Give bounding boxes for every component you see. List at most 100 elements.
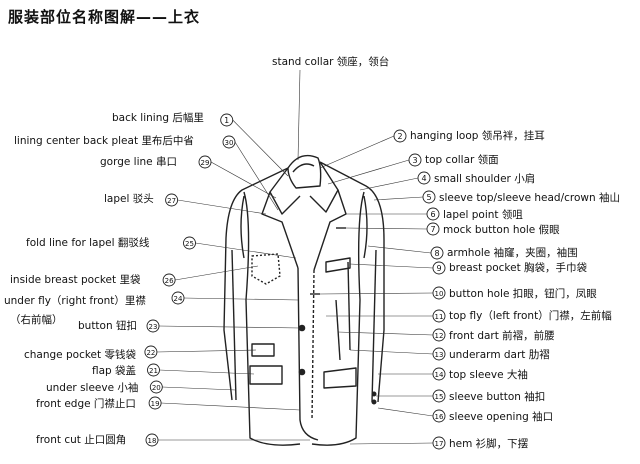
leader-r13 [349,349,434,355]
marker-number-r15: 15 [435,393,444,401]
leader-l24 [183,297,299,301]
leader-r7 [345,227,428,230]
front-dart [335,299,341,361]
label-r4: small shoulder 小肩 [434,173,536,185]
marker-number-r14: 14 [435,371,444,379]
marker-number-r2: 2 [397,132,402,141]
leader-l20 [162,386,237,391]
marker-circle-l19 [148,396,162,410]
marker-number-l19: 19 [151,400,160,408]
marker-circle-r14 [432,367,446,381]
sleeve-button-1 [371,391,377,397]
armhole-right [363,195,368,259]
label-r12: front dart 前褶，前腰 [449,330,555,342]
marker-circle-r9 [432,261,446,275]
jacket-illustration [223,154,385,446]
label-l20: under sleeve 小袖 [46,382,139,394]
leader-r9 [349,263,434,269]
label-l29: gorge line 串口 [100,156,177,168]
number-markers: 1302927252624232221201918234567891011121… [144,113,446,450]
label-l25: fold line for lapel 翻驳线 [26,237,150,249]
label-l21: flap 袋盖 [92,365,137,377]
leader-l19 [161,402,301,411]
leader-r3 [327,159,410,185]
marker-circle-l1 [220,113,234,127]
marker-number-r8: 8 [434,249,439,258]
label-l27: lapel 驳头 [104,193,154,205]
marker-circle-l26 [162,273,176,287]
sleeve-seam-left [231,249,237,401]
marker-circle-l27 [165,193,179,207]
label-r3: top collar 领面 [425,154,499,166]
body-right [311,191,365,446]
label-r14: top sleeve 大袖 [449,369,528,381]
top-collar-right [309,161,339,213]
front-edge-left [311,269,315,421]
leader-l27 [177,199,267,215]
marker-number-l20: 20 [152,384,161,392]
leader-r17 [349,442,434,445]
leader-r8 [367,245,432,254]
label-l26: inside breast pocket 里袋 [10,274,141,286]
sleeve-seam-right [371,249,377,403]
marker-number-r7: 7 [430,225,435,234]
leader-l30 [234,141,279,211]
underarm-dart [347,261,351,351]
marker-circle-l29 [198,155,212,169]
leader-l22 [156,349,257,353]
label-r16: sleeve opening 袖口 [449,411,554,423]
marker-circle-l30 [222,135,236,149]
marker-number-l29: 29 [201,159,210,167]
label-r6: lapel point 领咀 [443,209,523,221]
marker-circle-r11 [432,309,446,323]
marker-circle-l21 [147,363,160,377]
marker-circle-l22 [144,345,158,359]
shoulder-right [319,161,385,403]
leader-l1 [232,119,289,177]
marker-circle-r17 [432,436,446,450]
leader-l21 [159,369,255,375]
label-l24b: （右前幅） [10,314,63,326]
label-l30: lining center back pleat 里布后中省 [14,135,194,147]
body-left [243,191,301,446]
marker-number-r4: 4 [421,174,426,183]
marker-circle-l24 [171,291,185,305]
label-l23: button 钮扣 [78,320,137,332]
marker-number-l25: 25 [185,240,194,248]
marker-circle-r2 [393,129,407,143]
marker-number-r5: 5 [426,193,431,202]
marker-number-r3: 3 [412,156,417,165]
marker-circle-r13 [432,347,446,361]
marker-number-r12: 12 [435,332,444,340]
marker-number-l1: 1 [224,116,229,125]
marker-number-r6: 6 [430,210,435,219]
marker-circle-r6 [426,207,440,221]
page-title: 服装部位名称图解——上衣 [8,8,201,26]
marker-number-l22: 22 [146,349,155,357]
top-collar-left [269,167,301,215]
label-l22: change pocket 零钱袋 [24,349,136,361]
shoulder-left [223,167,289,401]
marker-circle-l25 [183,236,196,250]
marker-number-r17: 17 [435,440,444,448]
leader-r2 [319,135,395,169]
leader-r12 [337,331,434,336]
collar-back [287,154,322,189]
breast-pocket [325,257,351,273]
change-pocket [251,343,275,357]
label-r13: underarm dart 肋褶 [449,349,550,361]
marker-circle-l18 [145,433,159,447]
flap-left [249,365,283,385]
label-r8: armhole 袖窿，夹圈，袖围 [447,247,578,259]
leader-l23 [158,325,301,329]
marker-circle-r4 [417,171,431,185]
marker-circle-r16 [432,409,446,423]
marker-circle-r7 [426,222,440,236]
marker-number-r9: 9 [436,264,441,273]
label-l18: front cut 止口圆角 [36,434,127,446]
marker-circle-l20 [149,380,163,394]
label-stand: stand collar 领座，领台 [272,56,390,68]
sleeve-button-2 [371,399,377,405]
lapel-right [313,189,347,271]
